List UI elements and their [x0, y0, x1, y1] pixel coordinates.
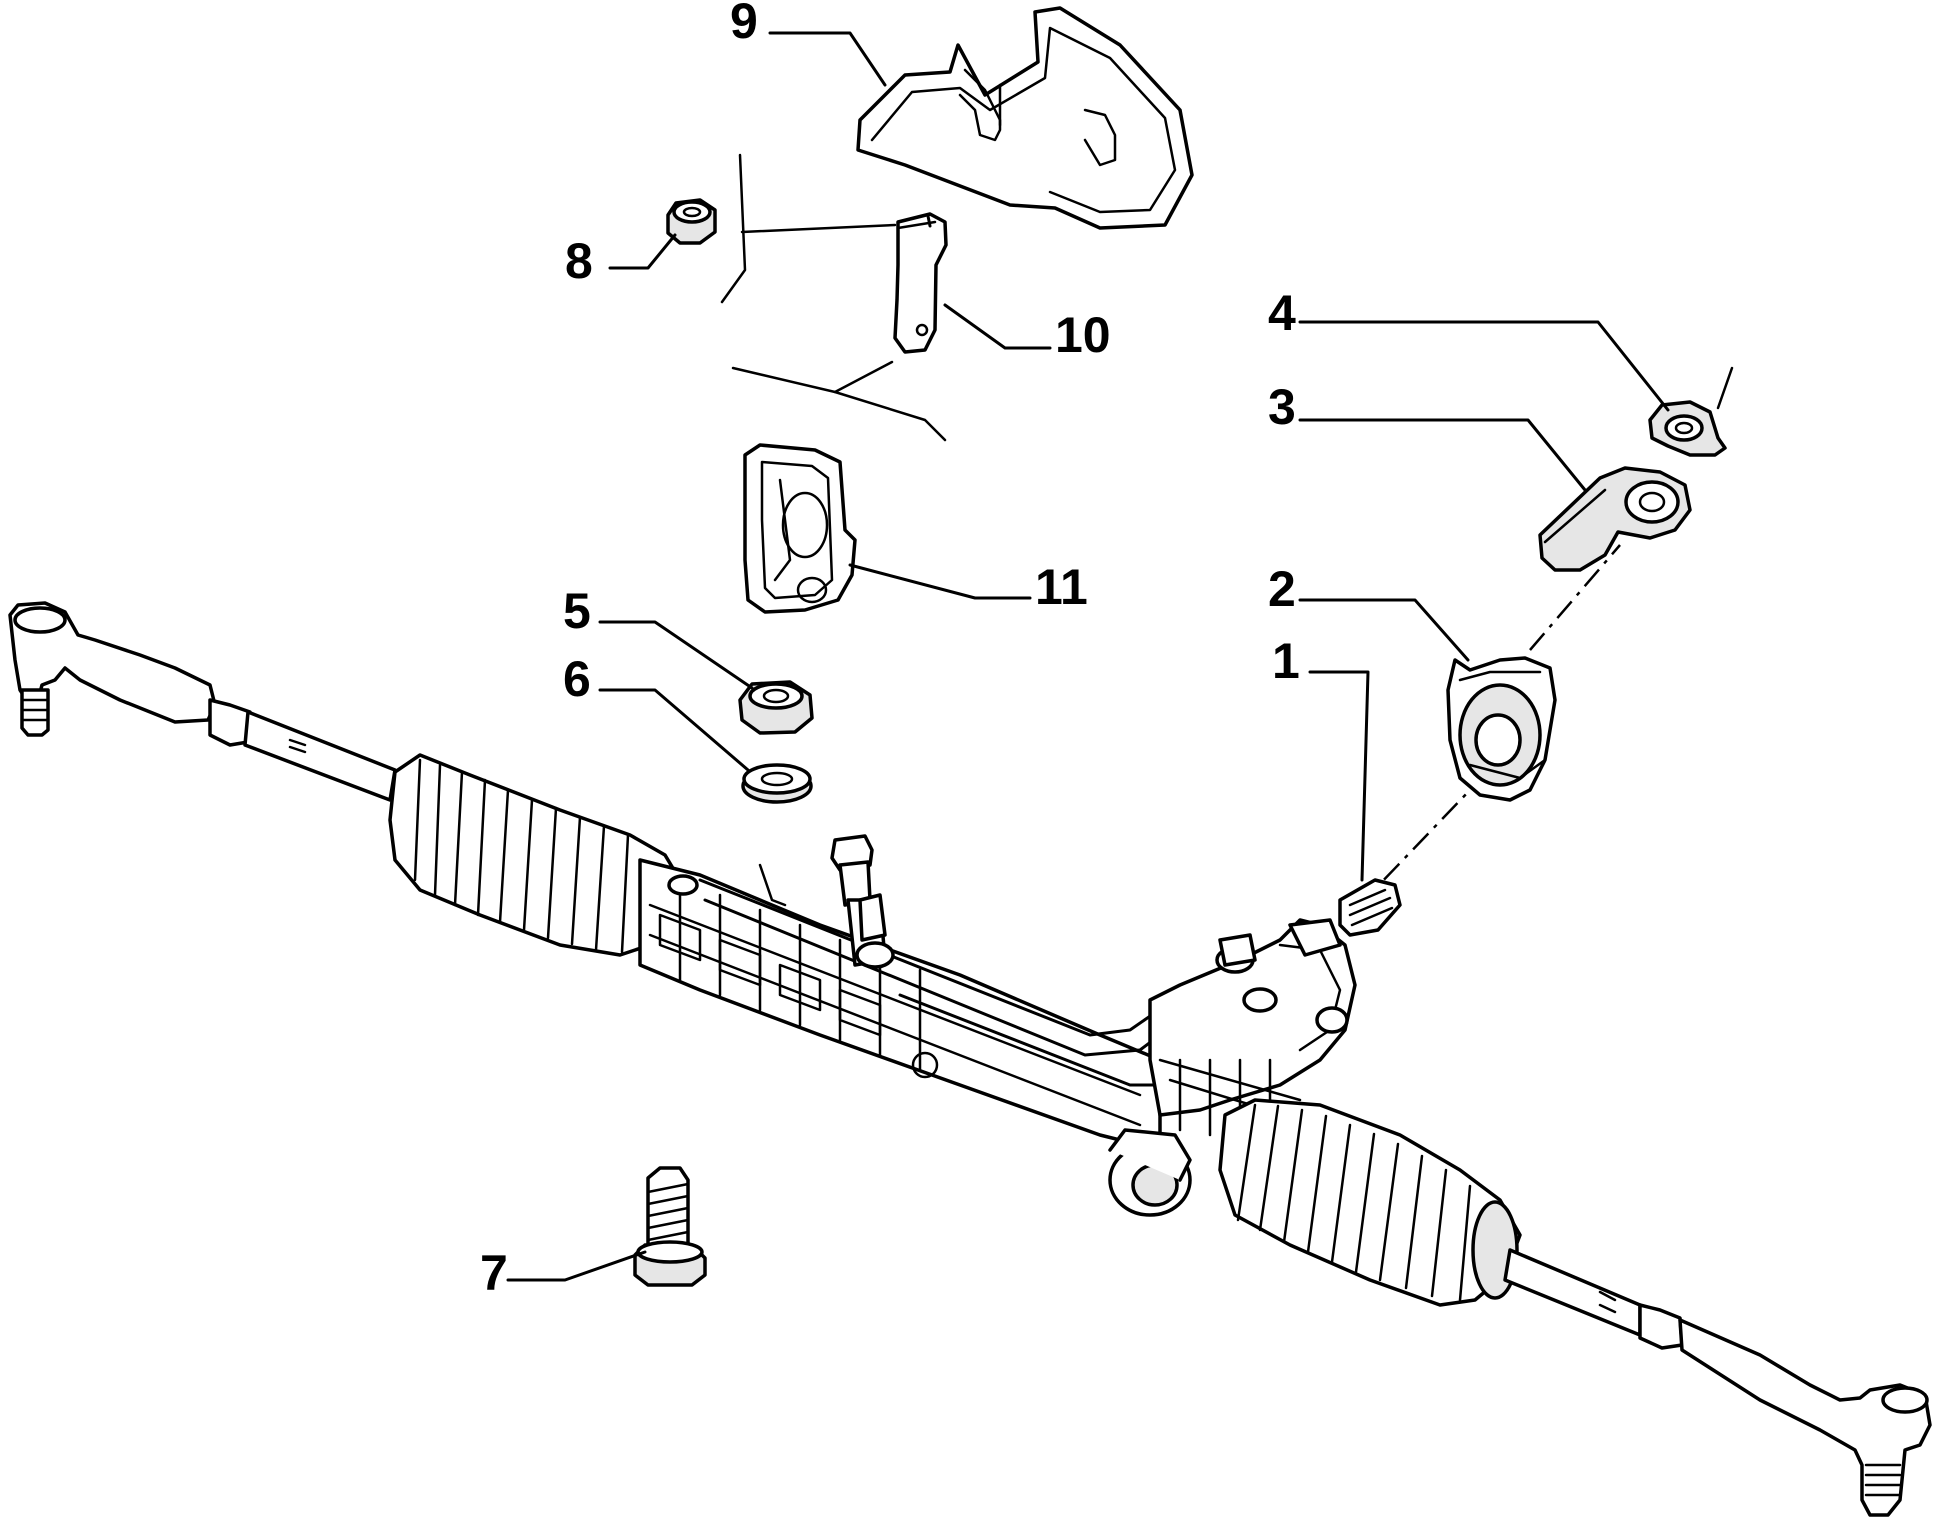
- callout-7: 7: [480, 1245, 508, 1301]
- part-2-seal: [1446, 656, 1557, 802]
- part-1-steering-rack: [8, 601, 1932, 1517]
- callout-3: 3: [1268, 379, 1296, 435]
- part-4-clip: [1648, 400, 1727, 457]
- part-3-coupling: [1538, 466, 1692, 572]
- part-8-nut: [666, 198, 717, 245]
- part-10-bracket: [893, 212, 948, 354]
- part-6-washer: [741, 763, 813, 804]
- part-9-cover: [856, 6, 1194, 230]
- callout-11: 11: [1035, 559, 1088, 615]
- callout-6: 6: [563, 651, 591, 707]
- callout-5: 5: [563, 583, 591, 639]
- callout-10: 10: [1055, 307, 1111, 363]
- callout-9: 9: [730, 0, 758, 49]
- part-7-bolt: [633, 1166, 707, 1287]
- callout-8: 8: [565, 233, 593, 289]
- callout-4: 4: [1268, 285, 1296, 341]
- callout-labels: 9 8 10 4 3 11 2 1 5 6 7: [480, 0, 1300, 1301]
- part-5-nut: [738, 680, 814, 735]
- callout-2: 2: [1268, 561, 1296, 617]
- part-11-support: [743, 443, 857, 614]
- leader-lines: [506, 31, 1670, 1282]
- callout-1: 1: [1272, 633, 1300, 689]
